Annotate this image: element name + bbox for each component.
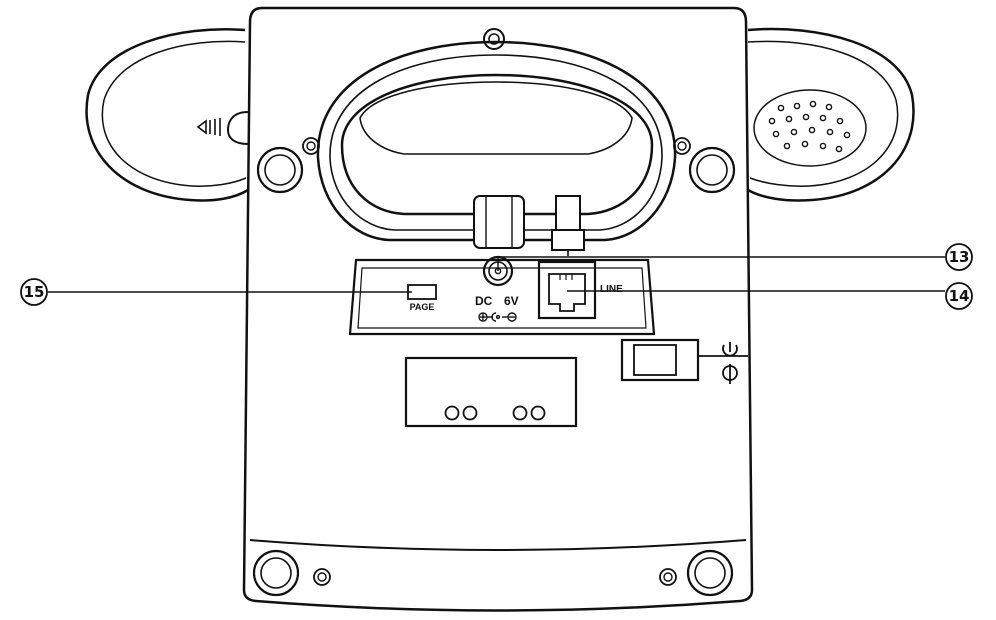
handset-left-earpiece	[85, 28, 249, 202]
handle-outer	[316, 40, 677, 242]
screw-left-handle	[302, 137, 320, 155]
screw-lower-right	[659, 568, 677, 586]
page-label: PAGE	[410, 302, 435, 312]
callout-13-number: 13	[949, 248, 970, 266]
screw-lower-left	[313, 568, 331, 586]
dc-polarity-icon	[478, 312, 517, 322]
callout-15-circle	[20, 278, 48, 306]
dc-label: DC	[475, 294, 493, 308]
line-jack	[537, 260, 597, 320]
foot-lower-right	[686, 549, 734, 597]
callout-13-leader	[497, 256, 945, 271]
handle-inner-recess	[359, 81, 633, 155]
power-switch[interactable]	[620, 338, 700, 382]
cord-clip	[473, 195, 525, 249]
page-button[interactable]	[407, 284, 437, 300]
base-bottom-lip	[249, 539, 747, 551]
label-plate	[404, 356, 578, 428]
callout-15-number: 15	[24, 283, 45, 301]
power-on-icon	[722, 342, 738, 357]
callout-14-number: 14	[949, 287, 970, 305]
screw-right-handle	[673, 137, 691, 155]
hook-switch	[551, 195, 585, 256]
callout-14-circle	[945, 282, 973, 310]
line-label: LINE	[600, 284, 623, 295]
handset-right-earpiece	[747, 27, 915, 202]
volts-label: 6V	[504, 294, 519, 308]
speaker-holes	[768, 100, 851, 153]
handle-inner-cutout	[340, 73, 654, 216]
screw-top	[483, 28, 505, 50]
connector-panel	[348, 258, 656, 336]
volume-arrow-icon	[196, 118, 221, 136]
power-off-icon	[722, 364, 738, 384]
foot-lower-left	[252, 549, 300, 597]
foot-upper-left	[256, 146, 304, 194]
callout-13-circle	[945, 243, 973, 271]
foot-upper-right	[688, 146, 736, 194]
handle-outer-inner-edge	[329, 54, 663, 231]
